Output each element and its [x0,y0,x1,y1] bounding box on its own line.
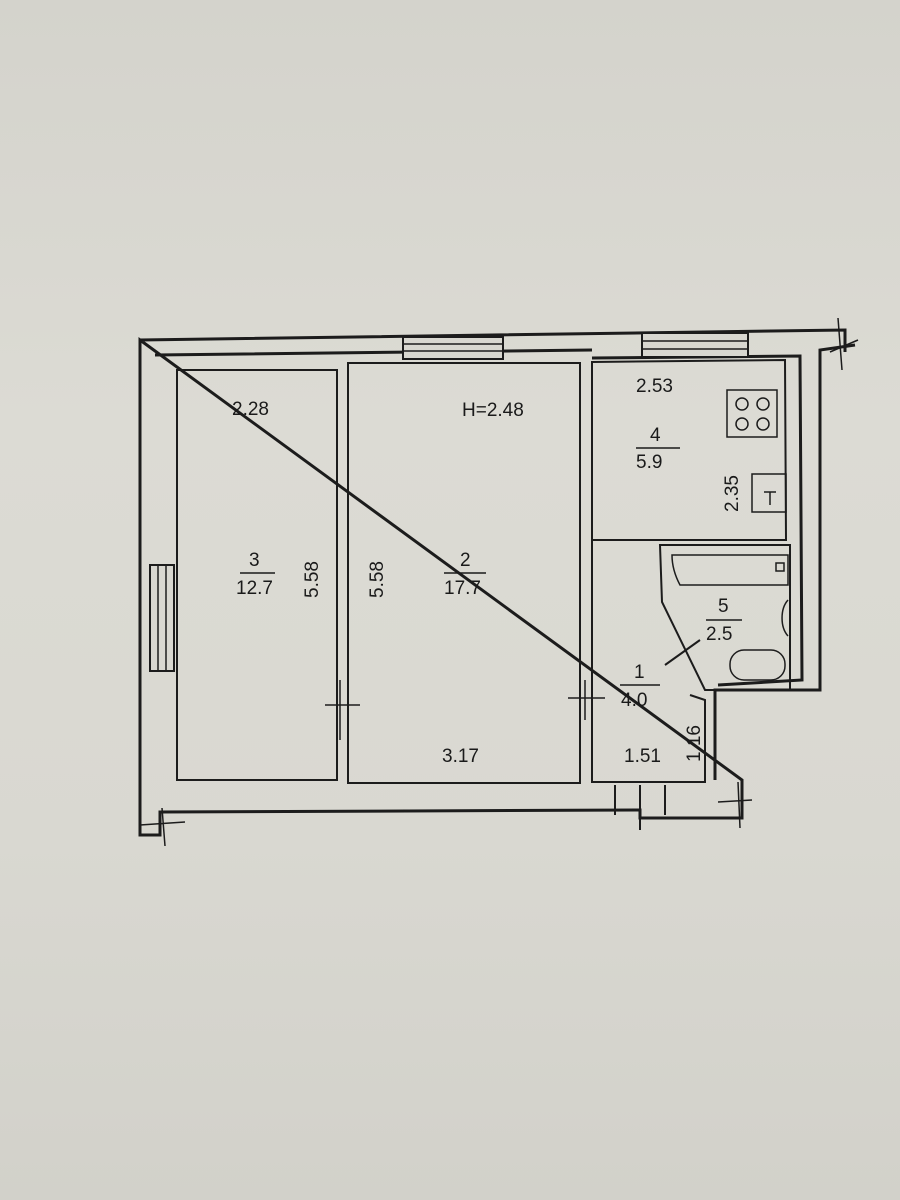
hall-length-label: 1.16 [684,725,705,762]
toilet [729,649,786,681]
hall-width-label: 1.51 [624,746,661,767]
room-2-width-label: 3.17 [442,746,479,767]
burner-icon [756,417,770,431]
room-5-number: 5 [718,596,729,617]
window-top-right [641,332,749,358]
room-2-length-label: 5.58 [367,561,388,598]
ceiling-height-label: H=2.48 [462,400,524,421]
room-5-bathroom [658,544,791,691]
break-mark-top-right [829,317,859,371]
room-1-number: 1 [634,662,645,683]
bathroom-door-mark [664,639,701,666]
room-2-area: 17.7 [444,578,481,599]
room-3-area: 12.7 [236,578,273,599]
burner-icon [735,417,749,431]
kitchen-width-label: 2.53 [636,376,673,397]
door-mark-room3 [325,680,360,740]
outer-wall [138,328,856,837]
stove-icon [726,389,778,438]
room-3 [176,369,338,781]
window-left [149,564,175,672]
bath-tap [775,562,785,572]
room-5-area: 2.5 [706,624,732,645]
room-4-number: 4 [650,425,661,446]
bathtub [671,554,789,586]
room-3-length-label: 5.58 [302,561,323,598]
door-mark-room2 [568,680,605,720]
break-mark-bottom-left [139,807,186,847]
window-top-center [402,336,504,360]
kitchen-length-label: 2.35 [722,475,743,512]
room-2-number: 2 [460,550,471,571]
washbasin [781,599,789,637]
room-4-kitchen [591,358,788,541]
faucet-icon [764,491,776,505]
room-1-area: 4.0 [621,690,647,711]
room-2 [347,362,581,784]
burner-icon [756,397,770,411]
room-1-hall [591,540,706,783]
room-3-width-label: 2.28 [232,399,269,420]
break-mark-bottom-right [717,781,753,829]
kitchen-sink-icon [751,473,787,513]
burner-icon [735,397,749,411]
room-4-area: 5.9 [636,452,662,473]
entrance-door [614,785,666,830]
room-3-number: 3 [249,550,260,571]
